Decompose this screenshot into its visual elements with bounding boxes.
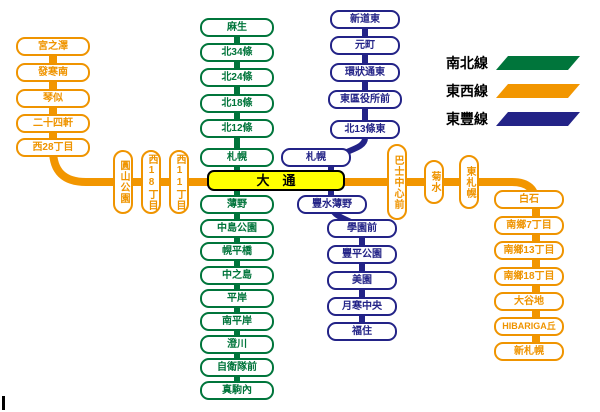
station-namboku: 南平岸	[200, 312, 274, 331]
legend-swatch-toho	[496, 112, 580, 126]
station-namboku: 中之島	[200, 266, 274, 285]
station-tozai: 南鄉13丁目	[494, 241, 564, 260]
station-toho: 東區役所前	[328, 90, 402, 109]
station-tozai: 東札幌	[459, 155, 479, 209]
station-tozai: 南鄉7丁目	[494, 216, 564, 235]
station-sapporo-namboku: 札幌	[200, 148, 274, 167]
station-sapporo-toho: 札幌	[281, 148, 351, 167]
station-tozai: 圓山公園	[113, 150, 133, 214]
station-namboku: 北12條	[200, 119, 274, 138]
station-toho: 豐平公園	[327, 245, 397, 264]
station-namboku: 澄川	[200, 335, 274, 354]
legend-label: 南北線	[446, 55, 488, 71]
station-toho: 福住	[327, 322, 397, 341]
station-tozai: 菊水	[424, 160, 444, 204]
station-tozai: 西11丁目	[169, 150, 189, 214]
station-toho: 北13條東	[330, 120, 400, 139]
station-tozai: 西18丁目	[141, 150, 161, 214]
station-tozai: 新札幌	[494, 342, 564, 361]
station-tozai: 白石	[494, 190, 564, 209]
station-namboku: 北18條	[200, 94, 274, 113]
station-tozai: 發寒南	[16, 63, 90, 82]
station-tozai: 二十四軒	[16, 114, 90, 133]
legend-item-namboku: 南北線	[446, 54, 580, 72]
station-toho: 元町	[330, 36, 400, 55]
station-tozai: 宮之澤	[16, 37, 90, 56]
station-odori-transfer: 大 通	[207, 170, 345, 191]
station-toho: 新道東	[330, 10, 400, 29]
legend-item-tozai: 東西線	[446, 82, 580, 100]
legend-label: 東西線	[446, 83, 488, 99]
station-namboku: 自衛隊前	[200, 358, 274, 377]
station-tozai: HIBARIGA丘	[494, 317, 564, 336]
station-namboku: 北34條	[200, 43, 274, 62]
station-tozai: 巴士中心前	[387, 144, 407, 220]
station-namboku: 麻生	[200, 18, 274, 37]
station-namboku: 幌平橋	[200, 242, 274, 261]
station-tozai: 南鄉18丁目	[494, 267, 564, 286]
station-namboku: 薄野	[200, 195, 274, 214]
station-toho: 美園	[327, 271, 397, 290]
legend-swatch-tozai	[496, 84, 580, 98]
legend-item-toho: 東豐線	[446, 110, 580, 128]
station-namboku: 平岸	[200, 289, 274, 308]
corner-tick-mark	[2, 396, 5, 410]
legend-label: 東豐線	[446, 111, 488, 127]
station-toho: 環狀通東	[330, 63, 400, 82]
station-namboku: 中島公園	[200, 219, 274, 238]
station-tozai: 西28丁目	[16, 138, 90, 157]
station-toho: 月寒中央	[327, 297, 397, 316]
station-namboku: 真駒內	[200, 381, 274, 400]
station-tozai: 琴似	[16, 89, 90, 108]
station-toho: 學園前	[327, 219, 397, 238]
legend-swatch-namboku	[496, 56, 580, 70]
station-toho: 豐水薄野	[297, 195, 367, 214]
station-tozai: 大谷地	[494, 292, 564, 311]
station-namboku: 北24條	[200, 68, 274, 87]
